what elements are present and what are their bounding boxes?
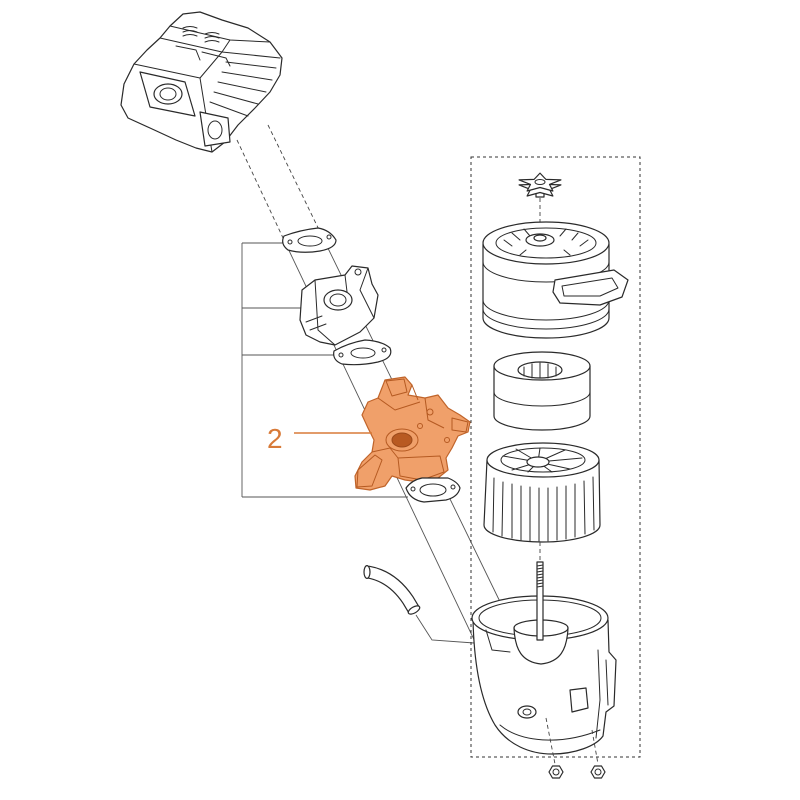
paper-element-pleats xyxy=(492,476,595,542)
rocker-arms xyxy=(175,45,231,67)
gasket-middle-bolt-hole-right xyxy=(381,347,387,353)
axis-line-right-dashed xyxy=(267,124,325,241)
insulator-ribs xyxy=(305,315,327,331)
breather-hose xyxy=(363,564,475,644)
air-cleaner-kit-box xyxy=(470,156,641,758)
intake-port xyxy=(153,83,183,105)
base-inner-bowl xyxy=(513,627,569,665)
gasket-top-bolt-hole-left xyxy=(287,239,293,245)
mounting-face-hole xyxy=(207,120,223,140)
air-cleaner-base xyxy=(471,595,617,755)
axis-line-left-dashed xyxy=(236,139,285,241)
nut-left-axis-dashed xyxy=(545,717,556,765)
paper-filter-element xyxy=(483,442,601,562)
gasket-middle-port xyxy=(350,347,376,359)
base-mount-hole-inner xyxy=(522,708,532,716)
gasket-bottom-bolt-hole-left xyxy=(410,486,416,492)
carburetor-throttle-lever xyxy=(385,378,408,397)
nut-left xyxy=(548,765,564,779)
gasket-bottom-port xyxy=(419,483,447,497)
hose-end-bottom xyxy=(407,605,421,615)
carburetor-body xyxy=(354,376,471,491)
paper-element-body xyxy=(483,459,601,543)
intake-gasket-top xyxy=(282,227,337,253)
gasket-bottom-outline xyxy=(405,477,461,503)
air-cleaner-cover xyxy=(482,221,629,339)
cylinder-head xyxy=(120,11,283,153)
kit-bracket xyxy=(241,242,408,498)
carburetor-fuel-fitting xyxy=(451,417,469,433)
knob-center xyxy=(534,179,546,185)
base-bottom-edge xyxy=(499,724,601,741)
carburetor-screw-3 xyxy=(444,437,450,443)
paper-element-ring xyxy=(500,447,586,473)
cover-center-nut xyxy=(533,234,547,242)
insulator-stud-hole xyxy=(354,268,362,276)
cover-clip-detail xyxy=(561,277,619,297)
cover-vent-slots xyxy=(503,228,589,256)
wing-knob xyxy=(518,172,562,230)
carburetor-bore xyxy=(385,428,419,452)
intake-port-bore xyxy=(159,87,177,101)
gasket-middle-bolt-hole-left xyxy=(338,352,344,358)
callout-number: 2 xyxy=(267,423,283,454)
gasket-top-port xyxy=(297,235,323,247)
carburetor-bore-inner xyxy=(391,432,413,448)
base-side-slot xyxy=(569,687,589,713)
foam-pre-filter xyxy=(493,351,591,431)
carburetor-highlighted xyxy=(354,376,471,491)
nut-left-hole xyxy=(552,768,560,776)
carburetor-screw-2 xyxy=(417,423,423,429)
hose-leader-line xyxy=(415,614,475,644)
insulator-bore xyxy=(323,289,353,311)
stud-shaft xyxy=(536,561,544,641)
nut-right-hole xyxy=(594,768,602,776)
cover-top-inner xyxy=(495,227,597,259)
foam-filter-shade xyxy=(493,391,591,407)
carburetor-detail-lines xyxy=(371,384,445,459)
cover-body xyxy=(482,243,610,339)
mounting-face xyxy=(199,111,231,147)
paper-element-hub xyxy=(526,456,550,468)
mount-nuts xyxy=(545,717,606,779)
foam-filter-body xyxy=(493,365,591,431)
intake-gasket-middle xyxy=(333,339,392,366)
callout-2: 2 xyxy=(267,423,372,454)
base-breather-port xyxy=(485,629,511,653)
foam-filter-inner-ribs xyxy=(523,362,557,379)
gasket-top-bolt-hole-right xyxy=(326,234,332,240)
carburetor-choke-lever xyxy=(356,454,383,488)
hose-body xyxy=(366,566,419,613)
insulator-bore-inner xyxy=(329,293,347,307)
base-body xyxy=(472,619,617,755)
gasket-top-outline xyxy=(282,227,337,253)
stud-thread xyxy=(536,564,544,588)
cover-rim-bands xyxy=(482,261,610,330)
valve-springs xyxy=(182,26,220,43)
carburetor-float-bowl xyxy=(397,455,445,481)
nut-right xyxy=(590,765,606,779)
carburetor-insulator xyxy=(299,265,379,346)
intake-gasket-bottom xyxy=(405,477,461,503)
knob-top xyxy=(518,172,562,192)
hose-end-top xyxy=(363,564,371,579)
base-side-band xyxy=(595,649,609,739)
base-mount-hole xyxy=(517,705,537,719)
gasket-middle-outline xyxy=(333,339,392,366)
nut-right-axis-dashed xyxy=(591,729,599,765)
gasket-bottom-bolt-hole-right xyxy=(450,484,456,490)
filter-stud xyxy=(536,561,544,641)
cooling-fins xyxy=(209,61,277,117)
